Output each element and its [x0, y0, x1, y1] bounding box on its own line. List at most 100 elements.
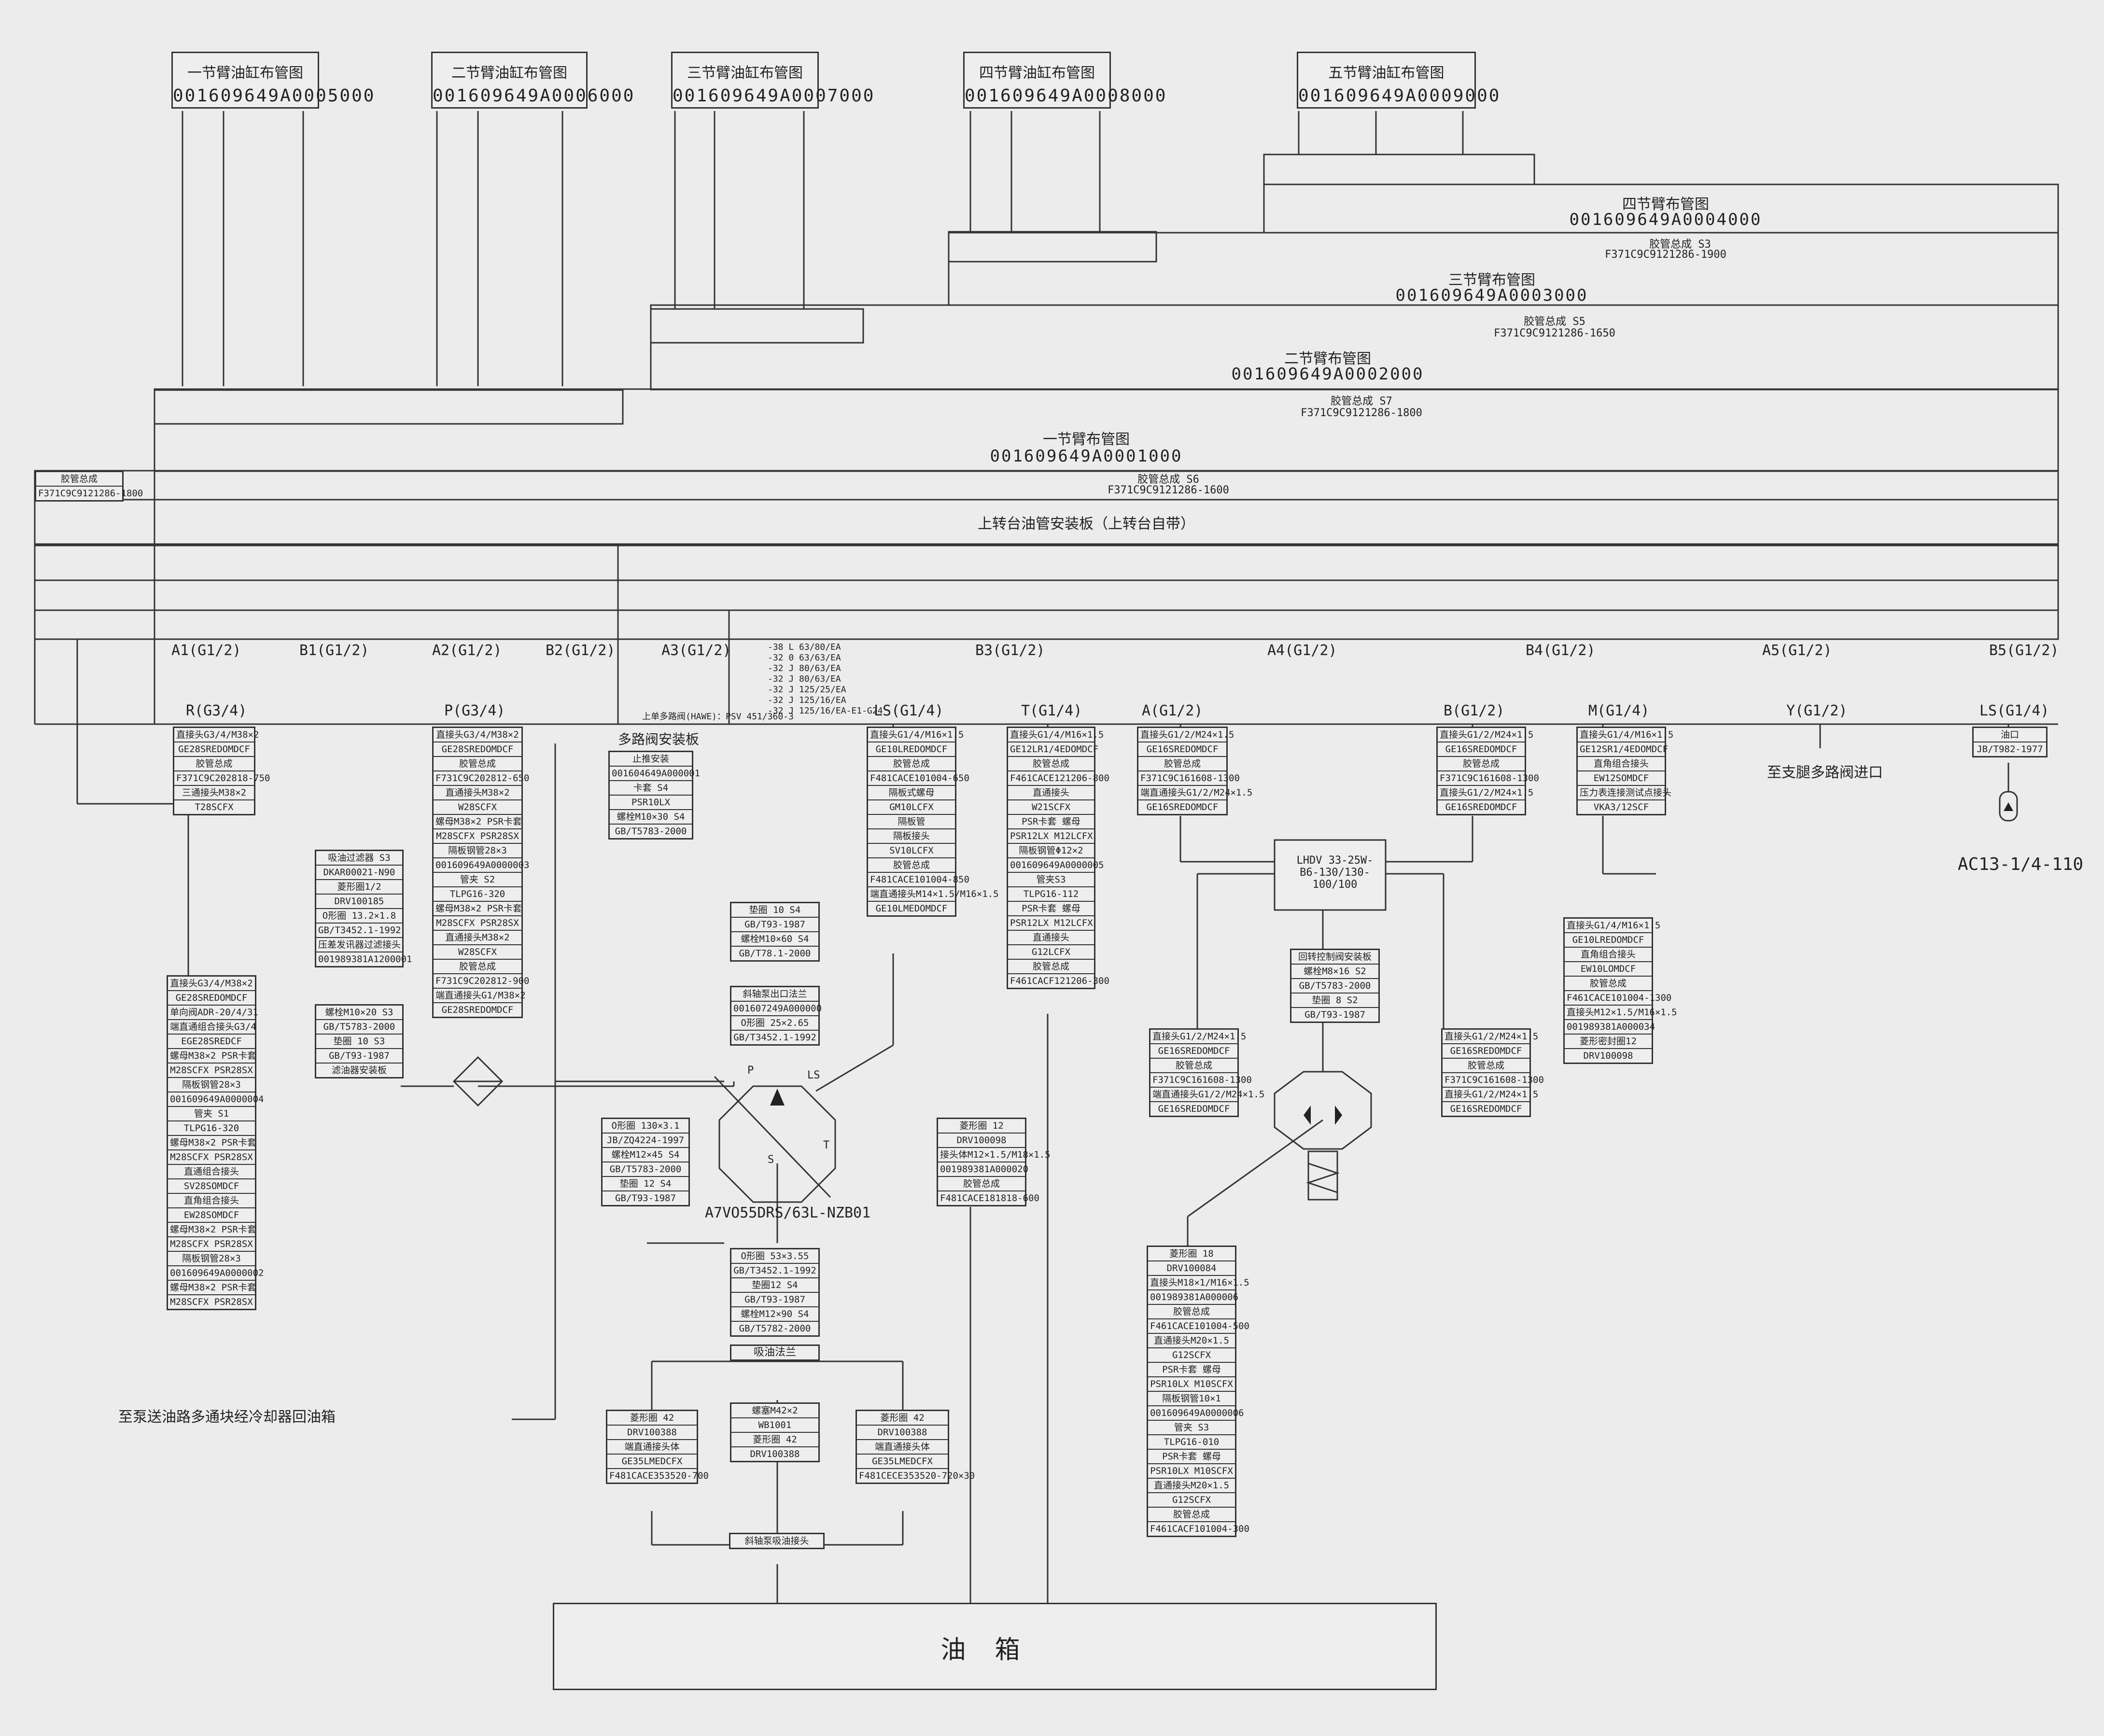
stack-cell: 直接头G1/4/M16×1.5	[1578, 728, 1673, 742]
stack-cell: 螺母M38×2 PSR卡套	[168, 1049, 256, 1064]
valve-plate-label: 多路阀安装板	[618, 731, 700, 747]
stack-cell: SV10LCFX	[868, 844, 955, 858]
section-title: 一节臂油缸布管图	[187, 65, 303, 82]
stack-cell: 隔板钢管Φ12×2	[1008, 844, 1094, 858]
port-t: T(G1/4)	[1021, 702, 1082, 719]
band-three-title: 三节臂布管图	[1448, 272, 1535, 289]
pump-port-ls: LS	[807, 1069, 820, 1081]
section-box-1: 一节臂油缸布管图 001609649A0005000	[171, 52, 374, 109]
stack-cell: F461CACE101004-500	[1148, 1319, 1249, 1334]
stack-cell: 管夹 S1	[168, 1107, 255, 1121]
stack-cell: F371C9C202818-750	[174, 771, 270, 786]
suction-stack: O形圈 53×3.55 GB/T3452.1-1992 垫圈12 S4 GB/T…	[730, 1248, 820, 1337]
stack-cell: 直接头G1/2/M24×1.5	[1438, 728, 1533, 742]
stack-cell: GE10LMEDOMDCF	[875, 903, 948, 914]
stack-cell: 胶管总成	[1565, 977, 1652, 991]
stack-cell: GB/T93-1987	[615, 1193, 676, 1204]
bottom-left-stack: 菱形圈 42 DRV100388 端直通接头体 GE35LMEDCFX F481…	[606, 1410, 709, 1484]
tank-label: 油箱	[940, 1636, 1049, 1665]
stack-cell: 螺母M38×2 PSR卡套	[168, 1223, 256, 1237]
stack-cell: 隔板钢管28×3	[168, 1078, 255, 1092]
band-two-code: 001609649A0002000	[1231, 364, 1424, 384]
pump-side-stack: 菱形圈 12 DRV100098 接头体M12×1.5/M18×1.5 0019…	[937, 1118, 1051, 1206]
stack-cell: GE16SREDOMDCF	[1158, 1104, 1230, 1114]
bottom-right-stack: 菱形圈 42 DRV100388 端直通接头体 GE35LMEDCFX F481…	[856, 1410, 975, 1484]
stack-cell: GM10LCFX	[868, 800, 955, 815]
m-column-stack: 直接头G1/4/M16×1.5 GE12SR1/4EDOMDCF 直角组合接头 …	[1576, 727, 1673, 815]
stack-cell: GB/T3452.1-1992	[733, 1032, 816, 1043]
stack-cell: W28SCFX	[434, 945, 521, 960]
port-b1: B1(G1/2)	[299, 642, 369, 659]
stack-cell: 胶管总成	[1148, 1508, 1235, 1522]
band-one-part: F371C9C9121286-1600	[1108, 484, 1229, 496]
stack-cell: T28SCFX	[195, 802, 234, 812]
stack-cell: 直接头G3/4/M38×2	[174, 728, 259, 742]
stack-cell: M28SCFX PSR28SX	[168, 1150, 255, 1165]
stack-cell: 直接头G3/4/M38×2	[434, 728, 521, 742]
section-code: 001609649A0006000	[433, 86, 635, 106]
port-ls: LS(G1/4)	[874, 702, 944, 719]
stack-cell: 直角组合接头	[1578, 757, 1665, 771]
section-title: 二节臂油缸布管图	[451, 65, 567, 82]
stack-cell: GE35LMEDCFX	[857, 1455, 948, 1469]
stack-cell: 胶管总成	[174, 757, 254, 771]
stack-cell: 直接头G1/4/M16×1.5	[868, 728, 964, 742]
stack-cell: F371C9C161608-1300	[1438, 771, 1539, 786]
stack-cell: O形圈 25×2.65	[731, 1016, 818, 1031]
stack-cell: 001607249A000000	[731, 1002, 822, 1016]
stack-cell: O形圈 13.2×1.8	[316, 909, 402, 924]
pump-model-label: A7VO55DRS/63L-NZB01	[705, 1204, 871, 1221]
stack-cell: 隔板钢管28×3	[434, 844, 521, 858]
stack-cell: F461CACE101004-1300	[1565, 991, 1671, 1006]
to-leg-valve-label: 至支腿多路阀进口	[1767, 764, 1883, 781]
port-a: A(G1/2)	[1142, 702, 1203, 719]
stack-cell: 直角组合接头	[168, 1194, 255, 1208]
stack-cell: 螺栓M10×20 S3	[316, 1006, 402, 1020]
stack-cell: DRV100388	[607, 1426, 697, 1440]
stack-cell: 螺栓M10×30 S4	[610, 810, 692, 825]
port-a2: A2(G1/2)	[432, 642, 502, 659]
stack-cell: 端直通接头G1/2/M24×1.5	[1150, 1088, 1264, 1102]
stack-cell: TLPG16-010	[1148, 1435, 1235, 1450]
stack-cell: 直通接头M20×1.5	[1148, 1479, 1235, 1493]
stack-cell: 直接头G1/2/M24×1.5	[1438, 786, 1533, 800]
stack-cell: GE16SREDOMDCF	[1146, 802, 1219, 812]
section-box-5: 五节臂油缸布管图 001609649A0009000	[1297, 52, 1499, 109]
stack-cell: 001609649A0000003	[434, 858, 529, 873]
stack-cell: 螺栓M8×16 S2	[1291, 965, 1378, 979]
stack-cell: GE16SREDOMDCF	[1443, 1044, 1529, 1059]
stack-cell: EW28SOMDCF	[168, 1208, 255, 1223]
stack-cell: 001989381A000020	[938, 1162, 1028, 1177]
ls-column-stack: 直接头G1/4/M16×1.5 GE10LREDOMDCF 胶管总成 F481C…	[867, 727, 999, 917]
stack-cell: GB/T93-1987	[731, 918, 818, 932]
section-title: 三节臂油缸布管图	[687, 65, 803, 82]
stack-cell: 滤油器安装板	[331, 1065, 387, 1076]
stack-cell: VKA3/12SCF	[1593, 802, 1649, 812]
section-box-2: 二节臂油缸布管图 001609649A0006000	[431, 52, 635, 109]
stack-cell: 001609649A0000005	[1008, 858, 1104, 873]
stack-cell: PSR卡套 螺母	[1008, 815, 1094, 829]
stack-cell: 隔板钢管10×1	[1148, 1392, 1235, 1406]
stack-cell: 直接头G3/4/M38×2	[168, 977, 255, 991]
band-four-title: 四节臂布管图	[1622, 196, 1709, 213]
stack-cell: 菱形圈1/2	[316, 880, 402, 895]
stack-cell: PSR10LX M10SCFX	[1148, 1464, 1235, 1479]
stack-cell: 胶管总成	[1443, 1059, 1529, 1073]
band-three-note: 胶管总成 S5	[1524, 316, 1585, 328]
pump-left-stack: O形圈 130×3.1 JB/ZQ4224-1997 螺栓M12×45 S4 G…	[601, 1118, 690, 1206]
stack-cell: 001609649A0000006	[1148, 1406, 1244, 1421]
hawe-list: -38 L 63/80/EA -32 0 63/63/EA -32 J 80/6…	[768, 642, 883, 716]
stack-cell: 垫圈 10 S3	[316, 1035, 402, 1049]
stack-cell: GE16SREDOMDCF	[1445, 802, 1517, 812]
stack-cell: 端直通组合接头G3/4	[168, 1020, 256, 1035]
stack-cell: GB/T5782-2000	[739, 1323, 811, 1334]
pipe-s4-line: 胶管总成	[36, 472, 122, 487]
stack-cell: 胶管总成	[1138, 757, 1226, 771]
suction-flange: 吸油法兰	[730, 1344, 820, 1361]
stack-cell: 直通接头	[1008, 786, 1094, 800]
section-title: 四节臂油缸布管图	[979, 65, 1095, 82]
hawe-label: 上单多路阀(HAWE)：PSV 451/360-3	[642, 712, 794, 722]
section-title: 五节臂油缸布管图	[1328, 65, 1445, 82]
stack-cell: 管夹 S2	[434, 873, 521, 887]
stack-cell: 菱形圈 42	[607, 1411, 697, 1426]
